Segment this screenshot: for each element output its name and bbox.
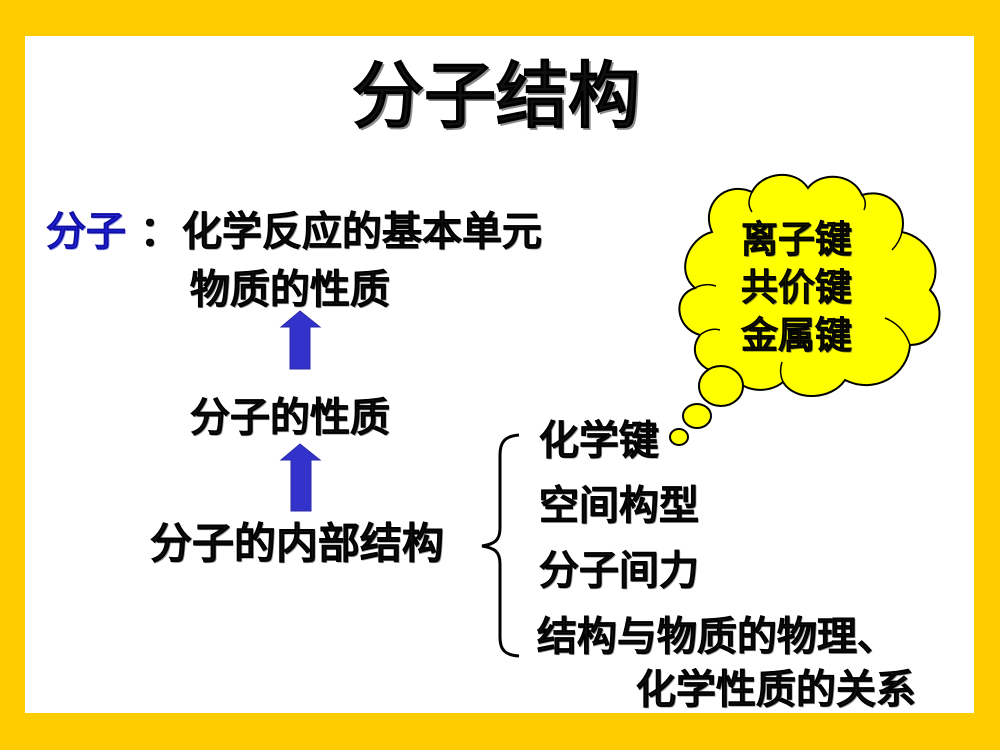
- molecule-internal-structure-label: 分子的内部结构: [150, 519, 445, 568]
- up-arrow-icon: [279, 443, 322, 512]
- molecule-properties-label: 分子的性质: [190, 395, 391, 441]
- branch-intermolecular-force: 分子间力: [539, 548, 700, 594]
- definition-term: 分子: [46, 209, 127, 255]
- definition-line-1: 化学反应的基本单元: [182, 209, 543, 255]
- cloud-bond-types: 离子键 共价键 金属键: [741, 216, 853, 360]
- up-arrow-icon: [279, 310, 322, 370]
- branch-structure-property-line-2: 化学性质的关系: [636, 667, 917, 713]
- definition-colon: ：: [140, 209, 181, 255]
- branch-spatial-configuration: 空间构型: [539, 483, 700, 529]
- branch-structure-property-line-1: 结构与物质的物理、: [537, 614, 898, 660]
- page-title: 分子结构: [352, 54, 641, 138]
- curly-brace: [481, 433, 520, 658]
- cloud-line-covalent-bond: 共价键: [741, 266, 853, 310]
- cloud-line-ionic-bond: 离子键: [741, 218, 853, 262]
- branch-chemical-bond: 化学键: [539, 418, 660, 464]
- definition-line-2: 物质的性质: [190, 267, 391, 313]
- thought-cloud: [669, 173, 941, 446]
- cloud-line-metallic-bond: 金属键: [741, 314, 853, 358]
